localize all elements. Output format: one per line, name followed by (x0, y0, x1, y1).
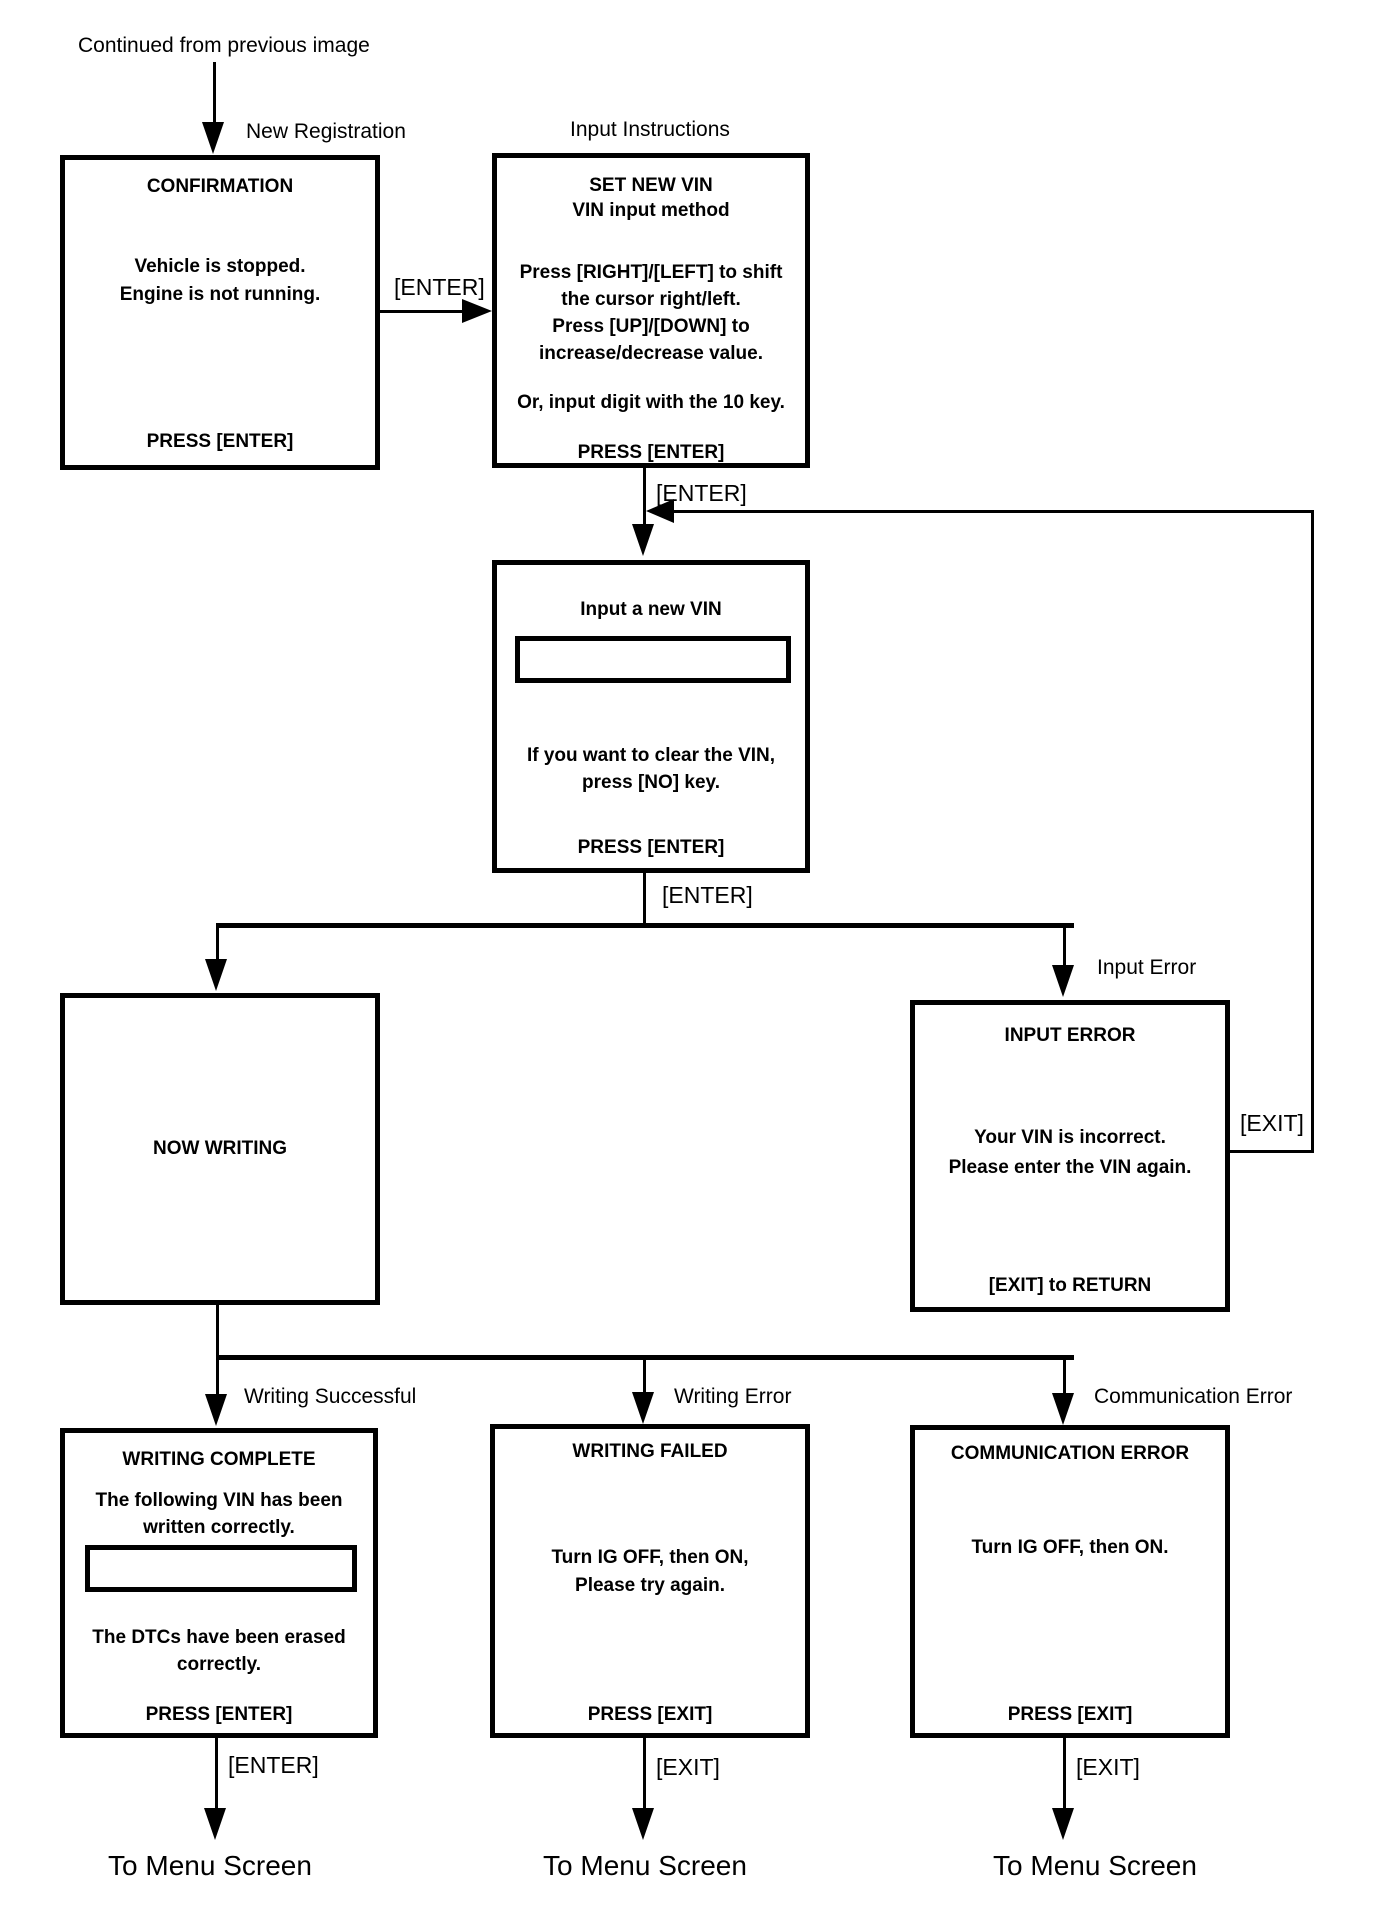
new-registration-label: New Registration (246, 120, 406, 143)
box-text: Press [RIGHT]/[LEFT] to shift (519, 262, 783, 283)
connector-line (643, 1355, 646, 1395)
set-new-vin-screen-box: SET NEW VIN VIN input method Press [RIGH… (492, 153, 810, 468)
arrow-down-icon (205, 1394, 227, 1426)
exit-key-label: [EXIT] (656, 1754, 720, 1780)
box-text: The following VIN has been (95, 1490, 343, 1511)
box-text: Or, input digit with the 10 key. (517, 392, 785, 413)
box-footer: PRESS [ENTER] (577, 837, 725, 858)
communication-error-branch-label: Communication Error (1094, 1385, 1293, 1408)
exit-key-label: [EXIT] (1240, 1110, 1304, 1136)
connector-line (1063, 923, 1066, 967)
box-title: COMMUNICATION ERROR (950, 1443, 1190, 1464)
box-text: correctly. (176, 1654, 262, 1675)
arrow-down-icon (205, 959, 227, 991)
box-footer: PRESS [EXIT] (587, 1704, 713, 1725)
box-title: INPUT ERROR (1004, 1025, 1136, 1046)
arrow-down-icon (1052, 1393, 1074, 1425)
box-footer: [EXIT] to RETURN (988, 1275, 1152, 1296)
feedback-connector-line (1230, 1150, 1314, 1153)
box-text: If you want to clear the VIN, (526, 745, 776, 766)
feedback-connector-line (672, 510, 1314, 513)
box-title: Input a new VIN (580, 599, 722, 620)
continued-from-label: Continued from previous image (78, 34, 370, 57)
arrow-down-icon (1052, 965, 1074, 997)
arrow-right-icon (462, 299, 492, 323)
box-text: Press [UP]/[DOWN] to (552, 316, 750, 337)
enter-key-label: [ENTER] (394, 274, 485, 300)
box-text: Turn IG OFF, then ON. (971, 1537, 1169, 1558)
arrow-down-icon (632, 524, 654, 556)
box-text: Please enter the VIN again. (948, 1157, 1192, 1178)
input-error-branch-label: Input Error (1097, 956, 1197, 979)
arrow-down-icon (632, 1808, 654, 1840)
connector-line (380, 310, 462, 313)
arrow-down-icon (1052, 1808, 1074, 1840)
connector-line (216, 1305, 219, 1357)
connector-line (1063, 1355, 1066, 1395)
connector-line (215, 1738, 218, 1810)
feedback-connector-line (1311, 510, 1314, 1153)
box-text: Engine is not running. (119, 284, 321, 305)
box-footer: PRESS [ENTER] (577, 442, 725, 463)
box-title: CONFIRMATION (146, 176, 294, 197)
box-text: increase/decrease value. (539, 343, 763, 364)
arrow-down-icon (632, 1392, 654, 1424)
input-new-vin-screen-box: Input a new VIN If you want to clear the… (492, 560, 810, 873)
arrow-down-icon (202, 122, 224, 154)
box-title: WRITING COMPLETE (122, 1449, 316, 1470)
box-text: press [NO] key. (582, 772, 720, 793)
box-footer: PRESS [ENTER] (145, 1704, 293, 1725)
connector-line (216, 923, 219, 963)
arrow-left-icon (646, 499, 674, 523)
box-text: Your VIN is incorrect. (974, 1127, 1166, 1148)
box-text: Please try again. (575, 1575, 725, 1596)
enter-key-label: [ENTER] (662, 882, 753, 908)
to-menu-screen-label: To Menu Screen (108, 1850, 312, 1881)
exit-key-label: [EXIT] (1076, 1754, 1140, 1780)
input-error-screen-box: INPUT ERROR Your VIN is incorrect. Pleas… (910, 1000, 1230, 1312)
vin-display-field (85, 1545, 357, 1592)
confirmation-screen-box: CONFIRMATION Vehicle is stopped. Engine … (60, 155, 380, 470)
box-footer: PRESS [EXIT] (1007, 1704, 1133, 1725)
communication-error-screen-box: COMMUNICATION ERROR Turn IG OFF, then ON… (910, 1425, 1230, 1738)
connector-line (643, 1738, 646, 1810)
connector-line (643, 873, 646, 925)
vin-input-field (515, 636, 791, 683)
now-writing-screen-box: NOW WRITING (60, 993, 380, 1305)
arrow-down-icon (204, 1808, 226, 1840)
box-subtitle: VIN input method (572, 200, 730, 221)
connector-line (643, 468, 646, 526)
connector-line (213, 62, 216, 124)
box-title: SET NEW VIN (589, 175, 713, 196)
box-text: The DTCs have been erased (92, 1627, 346, 1648)
writing-failed-screen-box: WRITING FAILED Turn IG OFF, then ON, Ple… (490, 1424, 810, 1738)
box-text: Vehicle is stopped. (134, 256, 306, 277)
branch-connector-line (216, 923, 1074, 928)
to-menu-screen-label: To Menu Screen (543, 1850, 747, 1881)
writing-complete-screen-box: WRITING COMPLETE The following VIN has b… (60, 1428, 378, 1738)
box-text: written correctly. (143, 1517, 295, 1538)
box-text: Turn IG OFF, then ON, (551, 1547, 749, 1568)
box-title: NOW WRITING (152, 1138, 288, 1159)
input-instructions-label: Input Instructions (570, 118, 730, 141)
enter-key-label: [ENTER] (228, 1752, 319, 1778)
writing-error-branch-label: Writing Error (674, 1385, 792, 1408)
box-footer: PRESS [ENTER] (146, 431, 294, 452)
connector-line (1063, 1738, 1066, 1810)
box-text: the cursor right/left. (561, 289, 741, 310)
writing-successful-branch-label: Writing Successful (244, 1385, 417, 1408)
connector-line (216, 1355, 219, 1395)
box-title: WRITING FAILED (572, 1441, 728, 1462)
to-menu-screen-label: To Menu Screen (993, 1850, 1197, 1881)
